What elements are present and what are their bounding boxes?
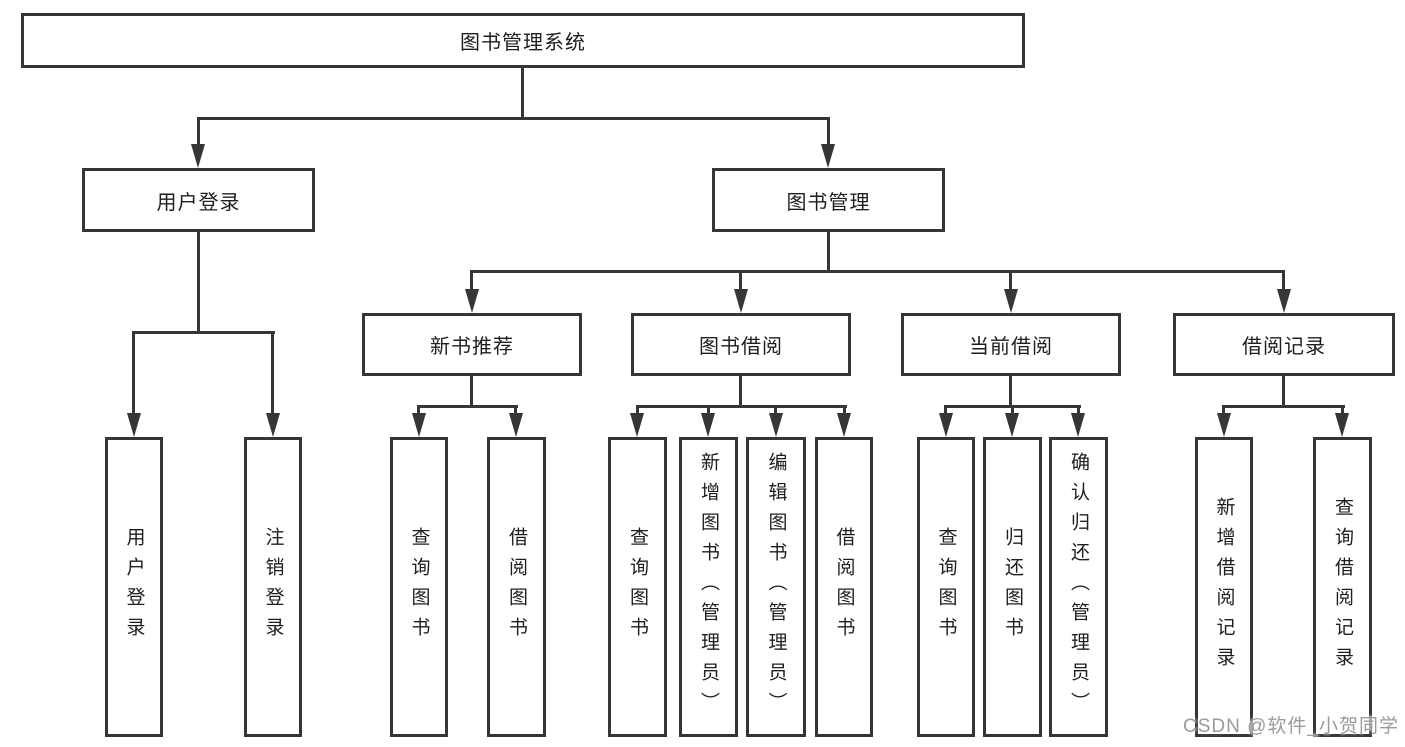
arrow-down-icon bbox=[1217, 413, 1231, 437]
node-book-mgmt-label: 图书管理 bbox=[786, 191, 871, 214]
arrow-down-icon bbox=[412, 413, 426, 437]
connector-vline bbox=[271, 331, 274, 415]
leaf-bb-add-books-label: 新增图书（管理员） bbox=[698, 452, 719, 722]
leaf-br-query-record-label: 查询借阅记录 bbox=[1332, 497, 1353, 677]
connector-hline bbox=[470, 270, 1285, 273]
leaf-bb-add-books: 新增图书（管理员） bbox=[679, 437, 738, 737]
leaf-bb-edit-books-label: 编辑图书（管理员） bbox=[765, 452, 787, 722]
node-book-mgmt: 图书管理 bbox=[712, 168, 945, 232]
node-new-book-rec: 新书推荐 bbox=[362, 313, 582, 376]
leaf-cb-confirm-return-label: 确认归还（管理员） bbox=[1068, 452, 1089, 722]
connector-vline bbox=[774, 405, 777, 417]
arrow-down-icon bbox=[769, 413, 783, 437]
leaf-cb-return-books: 归还图书 bbox=[983, 437, 1042, 737]
connector-vline bbox=[707, 405, 710, 417]
connector-hline bbox=[197, 117, 830, 120]
leaf-bb-borrow-books: 借阅图书 bbox=[815, 437, 873, 737]
connector-vline bbox=[197, 232, 200, 334]
node-user-login: 用户登录 bbox=[82, 168, 315, 232]
connector-vline bbox=[739, 270, 742, 292]
leaf-nb-query-books: 查询图书 bbox=[390, 437, 448, 737]
connector-vline bbox=[132, 331, 135, 415]
node-book-borrow: 图书借阅 bbox=[631, 313, 851, 376]
arrow-down-icon bbox=[127, 413, 141, 437]
arrow-down-icon bbox=[1005, 413, 1019, 437]
leaf-br-query-record: 查询借阅记录 bbox=[1313, 437, 1372, 737]
connector-vline bbox=[521, 68, 524, 120]
connector-vline bbox=[739, 376, 742, 408]
arrow-down-icon bbox=[1071, 413, 1085, 437]
node-current-borrow-label: 当前借阅 bbox=[969, 336, 1053, 358]
arrow-down-icon bbox=[630, 413, 644, 437]
node-book-borrow-label: 图书借阅 bbox=[699, 336, 783, 358]
leaf-nb-query-books-label: 查询图书 bbox=[408, 527, 430, 647]
connector-vline bbox=[197, 117, 200, 149]
leaf-user-login-label: 用户登录 bbox=[123, 527, 145, 647]
arrow-down-icon bbox=[939, 413, 953, 437]
leaf-logout: 注销登录 bbox=[244, 437, 302, 737]
arrow-down-icon bbox=[837, 413, 851, 437]
connector-vline bbox=[1077, 405, 1080, 417]
arrow-down-icon bbox=[465, 289, 479, 313]
connector-vline bbox=[1282, 270, 1285, 292]
leaf-cb-confirm-return: 确认归还（管理员） bbox=[1049, 437, 1108, 737]
arrow-down-icon bbox=[509, 413, 523, 437]
connector-hline bbox=[417, 405, 518, 408]
node-user-login-label: 用户登录 bbox=[156, 191, 241, 214]
leaf-bb-edit-books: 编辑图书（管理员） bbox=[746, 437, 806, 737]
connector-vline bbox=[417, 405, 420, 417]
arrow-down-icon bbox=[821, 144, 835, 168]
connector-vline bbox=[470, 270, 473, 292]
connector-hline bbox=[636, 405, 847, 408]
leaf-nb-borrow-books-label: 借阅图书 bbox=[506, 527, 527, 647]
arrow-down-icon bbox=[1335, 413, 1349, 437]
connector-vline bbox=[1009, 376, 1012, 408]
connector-vline bbox=[1222, 405, 1225, 417]
leaf-bb-borrow-books-label: 借阅图书 bbox=[833, 527, 855, 647]
connector-vline bbox=[636, 405, 639, 417]
connector-vline bbox=[1282, 376, 1285, 408]
leaf-cb-query-books: 查询图书 bbox=[917, 437, 975, 737]
node-new-book-rec-label: 新书推荐 bbox=[430, 336, 514, 358]
leaf-user-login: 用户登录 bbox=[105, 437, 163, 737]
leaf-cb-query-books-label: 查询图书 bbox=[935, 527, 957, 647]
connector-vline bbox=[514, 405, 517, 417]
node-borrow-record: 借阅记录 bbox=[1173, 313, 1395, 376]
connector-vline bbox=[1009, 270, 1012, 292]
connector-vline bbox=[944, 405, 947, 417]
connector-vline bbox=[1011, 405, 1014, 417]
node-root-label: 图书管理系统 bbox=[460, 32, 586, 54]
connector-vline bbox=[843, 405, 846, 417]
connector-vline bbox=[470, 376, 473, 408]
csdn-watermark: CSDN @软件_小贺同学 bbox=[1183, 716, 1399, 737]
connector-vline bbox=[827, 117, 830, 149]
leaf-br-add-record-label: 新增借阅记录 bbox=[1213, 497, 1235, 677]
leaf-bb-query-books-label: 查询图书 bbox=[627, 527, 648, 647]
leaf-bb-query-books: 查询图书 bbox=[608, 437, 667, 737]
leaf-br-add-record: 新增借阅记录 bbox=[1195, 437, 1253, 737]
arrow-down-icon bbox=[1277, 289, 1291, 313]
leaf-nb-borrow-books: 借阅图书 bbox=[487, 437, 546, 737]
arrow-down-icon bbox=[191, 144, 205, 168]
leaf-cb-return-books-label: 归还图书 bbox=[1002, 527, 1023, 647]
connector-vline bbox=[827, 232, 830, 273]
arrow-down-icon bbox=[266, 413, 280, 437]
connector-hline bbox=[132, 331, 275, 334]
arrow-down-icon bbox=[1004, 289, 1018, 313]
arrow-down-icon bbox=[701, 413, 715, 437]
node-root: 图书管理系统 bbox=[21, 13, 1025, 68]
node-current-borrow: 当前借阅 bbox=[901, 313, 1121, 376]
node-borrow-record-label: 借阅记录 bbox=[1242, 336, 1326, 358]
connector-hline bbox=[1222, 405, 1345, 408]
arrow-down-icon bbox=[734, 289, 748, 313]
connector-vline bbox=[1341, 405, 1344, 417]
leaf-logout-label: 注销登录 bbox=[262, 527, 284, 647]
